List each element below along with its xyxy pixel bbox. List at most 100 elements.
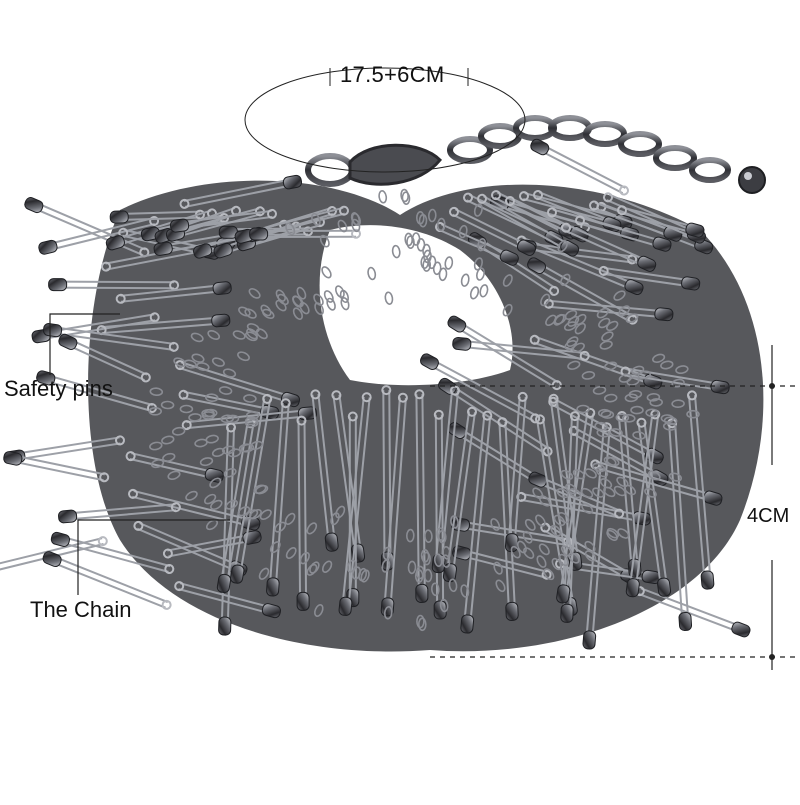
length-measure xyxy=(244,67,526,173)
safety-pin xyxy=(48,278,180,292)
chain-link xyxy=(306,522,318,535)
chain-link xyxy=(563,321,577,331)
chain-link xyxy=(637,370,651,380)
chain-link xyxy=(460,584,470,598)
chain-link xyxy=(238,443,253,453)
chain-link xyxy=(618,373,633,383)
chain-link xyxy=(479,284,489,298)
chain-link xyxy=(245,509,259,520)
chain-link xyxy=(150,459,165,469)
chain-link xyxy=(631,365,645,375)
safety-pin xyxy=(310,389,339,552)
chain-link xyxy=(253,484,267,494)
chain-link xyxy=(565,483,577,495)
chain-link xyxy=(550,524,562,537)
chain-link xyxy=(211,447,226,458)
chain-link xyxy=(299,551,310,565)
chain-link xyxy=(258,567,270,580)
safety-pin xyxy=(625,409,661,598)
chain-link xyxy=(576,404,590,414)
chain-link xyxy=(606,527,620,539)
chain-link xyxy=(378,190,388,204)
chain-link xyxy=(407,560,417,575)
chain-link xyxy=(203,493,217,505)
chain-link xyxy=(211,357,225,367)
chain-link xyxy=(436,527,445,541)
chain-link xyxy=(609,428,623,437)
chain-link xyxy=(292,295,303,308)
chain-link xyxy=(600,410,615,419)
safety-pin xyxy=(598,265,701,291)
chain-link xyxy=(560,273,571,286)
chain-link xyxy=(194,438,208,448)
safety-pin xyxy=(249,227,361,241)
chain-link xyxy=(574,322,586,335)
chain-link xyxy=(391,244,401,259)
chain-link xyxy=(567,360,581,370)
chain-link xyxy=(285,547,297,559)
chain-link xyxy=(538,495,551,507)
chain-link xyxy=(558,553,569,567)
chain-link xyxy=(596,307,609,319)
chain-link xyxy=(564,309,578,320)
chain-link xyxy=(584,540,596,553)
chain-link xyxy=(646,392,661,402)
safety-pin xyxy=(447,315,562,391)
chain-link xyxy=(404,232,414,247)
chain-link xyxy=(225,414,240,424)
chain-link xyxy=(222,368,237,378)
chain-link xyxy=(335,505,346,519)
chain-link xyxy=(493,561,503,575)
chain-link xyxy=(340,297,350,311)
chain-link xyxy=(149,441,163,451)
chain-link xyxy=(572,469,586,480)
chain-link xyxy=(647,470,661,481)
chain-link xyxy=(237,351,250,362)
chain-link xyxy=(249,508,262,520)
chain-link xyxy=(592,386,607,395)
chain-link xyxy=(420,255,430,269)
chain-link xyxy=(442,546,451,560)
chain-link xyxy=(190,332,204,343)
chain-link xyxy=(632,431,646,440)
chain-link xyxy=(603,486,616,498)
chain-link xyxy=(255,484,269,495)
chain-link xyxy=(535,514,546,527)
chain-link xyxy=(663,416,678,426)
chain-link xyxy=(367,266,377,281)
chain-link xyxy=(595,467,609,478)
chain-link xyxy=(524,518,536,531)
chain-link xyxy=(490,518,501,531)
chain-link xyxy=(223,468,237,478)
chain-link xyxy=(644,487,657,498)
chain-link xyxy=(448,578,458,593)
chain-link xyxy=(671,399,685,409)
chain-link xyxy=(207,330,221,340)
chain-link xyxy=(584,550,597,562)
chain-link xyxy=(437,530,447,544)
chain-link xyxy=(538,543,550,556)
chain-link xyxy=(460,273,470,287)
chain-link xyxy=(351,212,362,227)
chain-link xyxy=(179,404,194,414)
chain-link xyxy=(381,559,391,573)
chain-link xyxy=(259,509,272,520)
chain-pointer xyxy=(77,519,230,595)
chain-link xyxy=(532,487,544,500)
safety-pin xyxy=(634,586,751,638)
chain-links-group xyxy=(148,188,700,632)
chain-link xyxy=(205,519,219,531)
safety-pin xyxy=(543,298,674,322)
chain-link xyxy=(551,557,563,571)
chain-link xyxy=(337,219,348,233)
chain-link xyxy=(284,512,296,525)
safety-pin xyxy=(530,138,629,196)
safety-pin xyxy=(42,323,179,352)
safety-pin xyxy=(435,222,519,266)
chain-link xyxy=(613,290,626,301)
safety-pin xyxy=(179,174,303,209)
chain-link xyxy=(618,305,631,317)
chain-link xyxy=(476,267,485,281)
chain-link xyxy=(221,445,236,455)
chain-link xyxy=(649,398,663,407)
